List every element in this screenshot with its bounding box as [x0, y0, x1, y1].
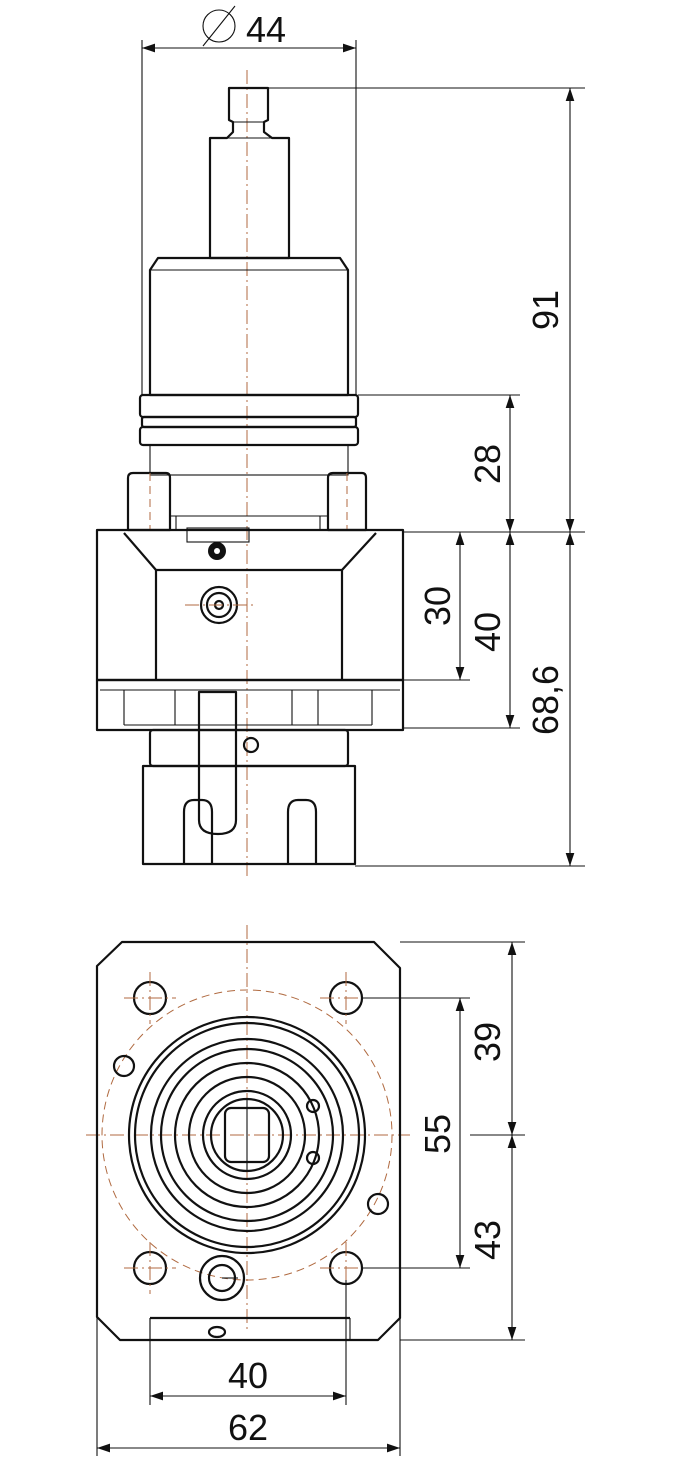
bolt-holes [112, 972, 390, 1294]
front-dimensions: 39 55 43 40 62 [96, 941, 525, 1456]
dim-body-30: 30 [417, 586, 458, 626]
dim-body-40: 40 [467, 612, 508, 652]
dim-flange-39: 39 [467, 1022, 508, 1062]
dim-top-diameter: 44 [246, 9, 286, 50]
dim-upper-height: 28 [467, 444, 508, 484]
dim-flange-55: 55 [417, 1114, 458, 1154]
side-dimensions: 44 91 28 30 40 68,6 [141, 5, 585, 867]
dim-flange-width-40: 40 [228, 1355, 268, 1396]
dim-flange-width-62: 62 [228, 1407, 268, 1448]
side-view [95, 70, 405, 880]
dim-overall-height: 91 [525, 290, 566, 330]
dim-flange-43: 43 [467, 1220, 508, 1260]
diameter-symbol [202, 5, 236, 47]
front-view [86, 925, 410, 1342]
dim-lower-height: 68,6 [525, 665, 566, 735]
